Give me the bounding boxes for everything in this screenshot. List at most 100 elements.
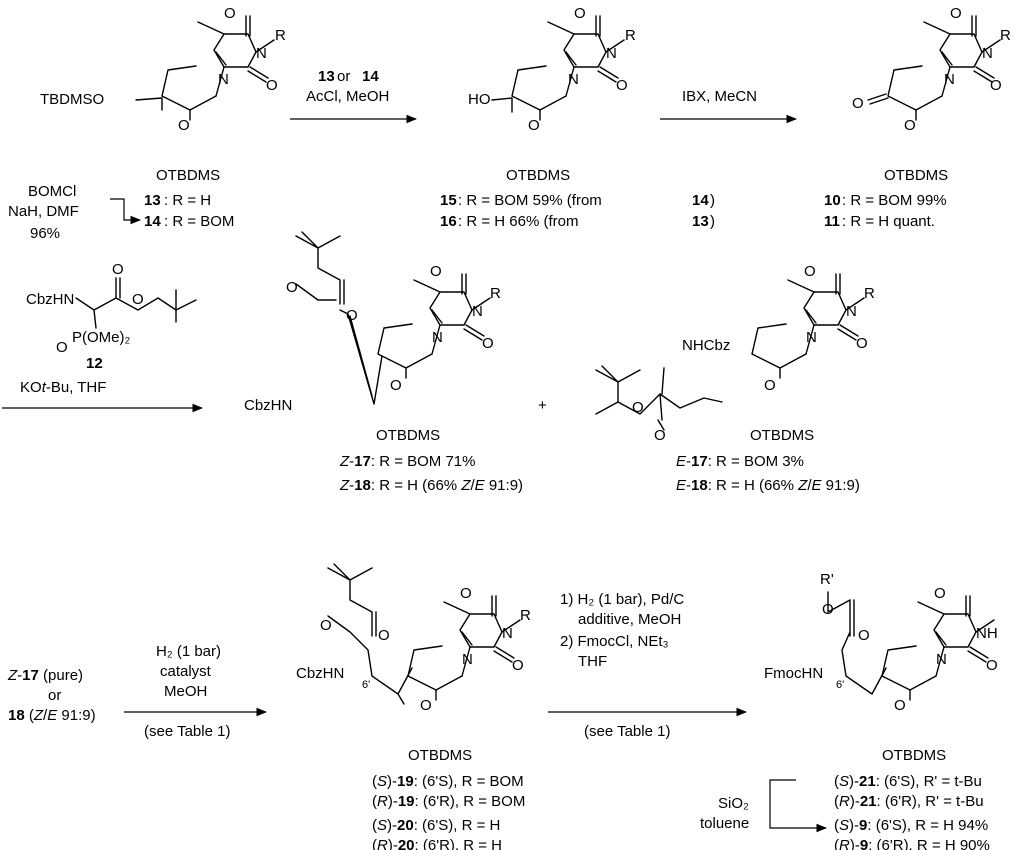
sio2: SiO₂ <box>718 795 749 812</box>
atom-n1: N <box>218 71 229 88</box>
ring-oxygen: O <box>178 117 190 134</box>
label-r19: (R)-19: (6'R), R = BOM <box>372 793 525 810</box>
atom-n: N <box>982 45 993 62</box>
paren: ) <box>710 213 715 230</box>
ring-oxygen: O <box>528 117 540 134</box>
phosphoryl-o: O <box>56 339 68 356</box>
label-r21: (R)-21: (6'R), R' = t-Bu <box>834 793 984 810</box>
atom-r: R <box>1000 27 1011 44</box>
label-z18: Z-18: R = H (66% Z/E 91:9) <box>339 477 523 494</box>
atom-o-right: O <box>986 657 998 674</box>
atom-n: N <box>256 45 267 62</box>
otbdms-label: OTBDMS <box>506 167 570 184</box>
r-prime: R' <box>820 571 834 588</box>
atom-r: R <box>625 27 636 44</box>
aldehyde-oxygen: O <box>852 95 864 112</box>
structure-e17: O N R O N O NHCbz O O OTBDMS <box>595 263 875 444</box>
label-13-r: : R = H <box>164 192 211 209</box>
label-e17: E-17: R = BOM 3% <box>676 453 804 470</box>
fmochn: FmocHN <box>764 665 823 682</box>
ester-oxygen: O <box>822 601 834 618</box>
atom-o-right: O <box>482 335 494 352</box>
structure-10-11: O N R O N O O OTBDMS <box>852 5 1011 184</box>
atom-r: R <box>490 285 501 302</box>
atom-r: R <box>520 607 531 624</box>
position-6: 6' <box>836 679 844 691</box>
atom-n: N <box>502 625 513 642</box>
atom-o-right: O <box>856 335 868 352</box>
label-s19: (S)-19: (6'S), R = BOM <box>372 773 524 790</box>
atom-n1: N <box>462 651 473 668</box>
label-11-yield: : R = H quant. <box>842 213 935 230</box>
label-15-yield: : R = BOM 59% (from <box>458 192 602 209</box>
label-15-from: 14 <box>692 192 709 209</box>
atom-o-right: O <box>512 657 524 674</box>
atom-o-top: O <box>804 263 816 280</box>
deprotection-arrow <box>769 779 828 833</box>
label-16: 16 <box>440 213 457 230</box>
label-13: 13 <box>144 192 161 209</box>
bom-arrow <box>110 198 142 225</box>
ring-oxygen: O <box>894 697 906 714</box>
h2-pressure: H₂ (1 bar) <box>156 643 221 660</box>
step-1: 1) H₂ (1 bar), Pd/C <box>560 591 684 608</box>
atom-n1: N <box>806 329 817 346</box>
arrow2-reagent: IBX, MeCN <box>682 88 757 105</box>
label-s9: (S)-9: (6'S), R = H 94% <box>834 817 988 834</box>
atom-n: N <box>472 303 483 320</box>
step-2-thf: THF <box>578 653 607 670</box>
tbdmso-label: TBDMSO <box>40 91 104 108</box>
arrow1-cmpd14: 14 <box>362 68 379 85</box>
ester-o: O <box>132 291 144 308</box>
step-2: 2) FmocCl, NEt₃ <box>560 633 669 650</box>
atom-o-top: O <box>950 5 962 22</box>
meoh: MeOH <box>164 683 207 700</box>
label-z17: Z-17: R = BOM 71% <box>339 453 475 470</box>
label-12: 12 <box>86 355 103 372</box>
otbdms-label: OTBDMS <box>750 427 814 444</box>
atom-o-right: O <box>266 77 278 94</box>
ho-label: HO <box>468 91 491 108</box>
carbonyl-oxygen: O <box>858 627 870 644</box>
carbonyl-oxygen: O <box>378 627 390 644</box>
atom-o-top: O <box>224 5 236 22</box>
nhcbz: NHCbz <box>682 337 730 354</box>
step-1-additive: additive, MeOH <box>578 611 681 628</box>
bomcl-yield: 96% <box>30 225 60 242</box>
see-table-1: (see Table 1) <box>584 723 670 740</box>
label-r9: (R)-9: (6'R), R = H 90% <box>834 837 990 850</box>
otbdms-label: OTBDMS <box>884 167 948 184</box>
label-s20: (S)-20: (6'S), R = H <box>372 817 500 834</box>
atom-nh: NH <box>976 625 998 642</box>
ring-oxygen: O <box>420 697 432 714</box>
carbonyl-oxygen: O <box>346 307 358 324</box>
label-16-from: 13 <box>692 213 709 230</box>
atom-n1: N <box>568 71 579 88</box>
otbdms-label: OTBDMS <box>408 747 472 764</box>
carbonyl-oxygen: O <box>654 427 666 444</box>
base: KOt-Bu, THF <box>20 379 106 396</box>
toluene: toluene <box>700 815 749 832</box>
label-14: 14 <box>144 213 161 230</box>
atom-o-right: O <box>616 77 628 94</box>
structure-z17: O N R O N O O O CbzHN OTBDMS <box>244 231 501 444</box>
carbonyl-o: O <box>112 261 124 278</box>
cbzhn: CbzHN <box>244 397 292 414</box>
structure-13-14: O N R O N O TBDMSO OTBDMS <box>40 5 286 184</box>
structure-21-9: O NH O N O R' O O FmocHN 6' OTBDMS <box>764 571 998 764</box>
label-e18: E-18: R = H (66% Z/E 91:9) <box>676 477 860 494</box>
ester-oxygen: O <box>632 399 644 416</box>
atom-o-top: O <box>460 585 472 602</box>
atom-r: R <box>864 285 875 302</box>
atom-n: N <box>606 45 617 62</box>
ester-oxygen: O <box>320 617 332 634</box>
start-z17: Z-17 (pure) <box>7 667 83 684</box>
structure-12: CbzHN O O P(OMe)₂ O <box>26 261 197 356</box>
see-table-1: (see Table 1) <box>144 723 230 740</box>
label-15: 15 <box>440 192 457 209</box>
phosphonate: P(OMe)₂ <box>72 329 131 346</box>
atom-o-top: O <box>574 5 586 22</box>
otbdms-label: OTBDMS <box>376 427 440 444</box>
catalyst: catalyst <box>160 663 212 680</box>
